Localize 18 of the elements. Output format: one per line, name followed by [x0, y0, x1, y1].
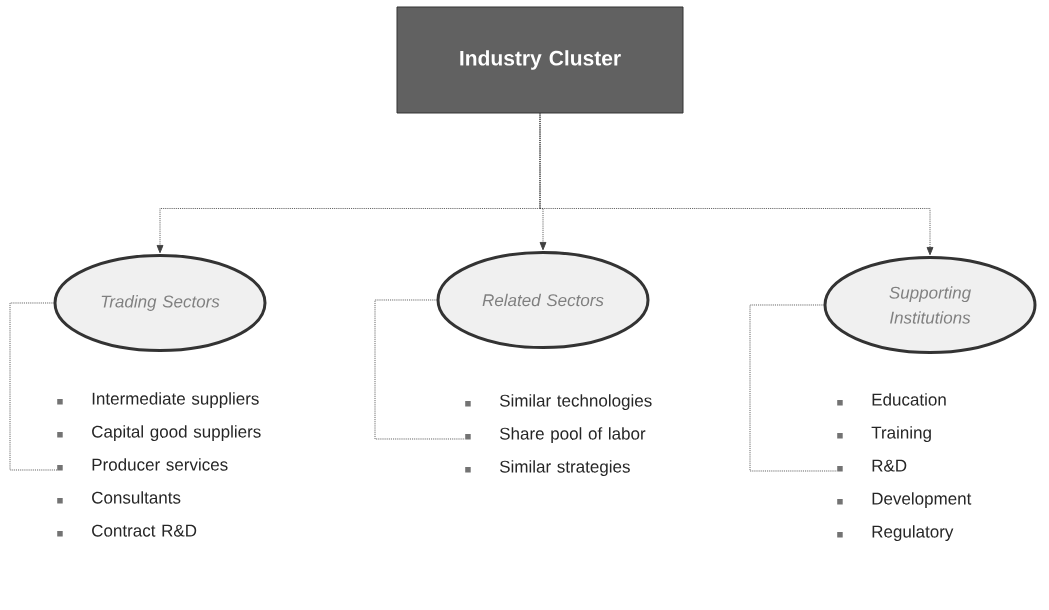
- list-item: Similar strategies: [465, 460, 630, 477]
- list-item: Training: [837, 426, 931, 443]
- list-item: Producer services: [57, 458, 228, 471]
- leader-line: [9, 302, 58, 471]
- list-item: Development: [837, 492, 972, 509]
- list-item: R&D: [837, 459, 907, 472]
- list-item: Intermediate suppliers: [57, 392, 259, 409]
- list-item: Consultants: [57, 491, 181, 504]
- list-item: Share pool of labor: [465, 427, 646, 444]
- arrow: [539, 113, 934, 256]
- list-item: Regulatory: [837, 525, 954, 542]
- leader-line: [749, 304, 838, 472]
- list-item: Similar technologies: [465, 394, 652, 411]
- leader-line: [374, 299, 466, 440]
- list-item: Capital good suppliers: [57, 425, 261, 442]
- title-box: Industry Cluster: [396, 6, 684, 114]
- list-item: Contract R&D: [57, 524, 197, 537]
- list-item: Education: [837, 393, 946, 406]
